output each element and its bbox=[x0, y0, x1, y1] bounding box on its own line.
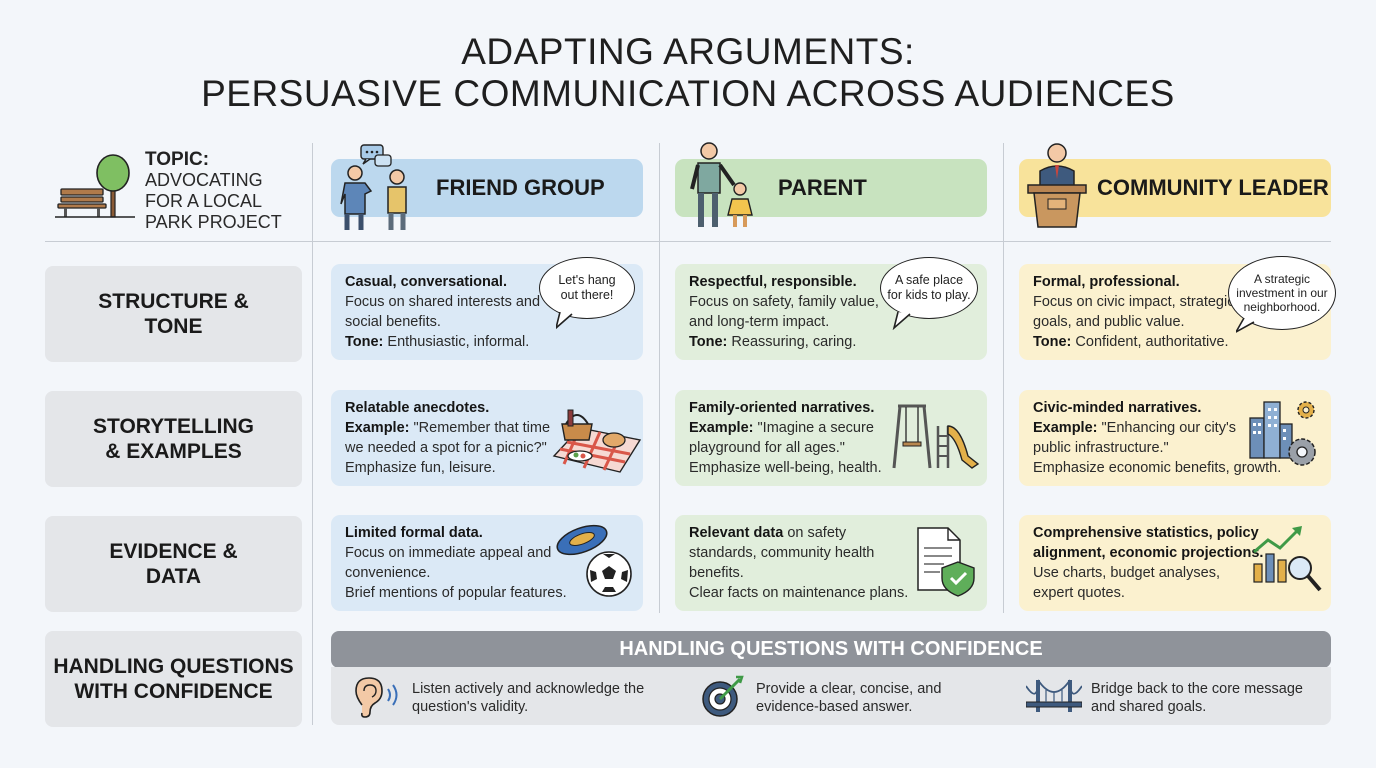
tone-label: Tone: bbox=[689, 334, 728, 350]
handling-questions-bar: HANDLING QUESTIONS WITH CONFIDENCE bbox=[331, 631, 1331, 668]
audience-header-parent: PARENT bbox=[675, 159, 987, 217]
cell-heading: Formal, professional. bbox=[1033, 274, 1180, 290]
cell-text: Emphasize economic benefits, growth. bbox=[1033, 460, 1282, 476]
playground-swing-slide-icon bbox=[890, 402, 982, 470]
topic-line-1: ADVOCATING bbox=[145, 170, 263, 190]
speech-bubble-tail bbox=[554, 311, 580, 331]
cell-text: Focus on civic impact, strategic bbox=[1033, 294, 1235, 310]
example-label: Example: bbox=[1033, 420, 1098, 436]
question-tip-1-line-1: Listen actively and acknowledge the bbox=[412, 681, 645, 697]
cell-heading: Relatable anecdotes. bbox=[345, 400, 490, 416]
cell-text: Emphasize fun, leisure. bbox=[345, 460, 496, 476]
bubble-text: for kids to play. bbox=[887, 288, 971, 302]
cell-text: Brief mentions of popular features. bbox=[345, 585, 567, 601]
cell-storytelling-leader: Civic-minded narratives. Example: "Enhan… bbox=[1019, 390, 1331, 486]
cell-text: convenience. bbox=[345, 565, 431, 581]
city-buildings-gear-icon bbox=[1248, 396, 1324, 472]
cell-text: Emphasize well-being, health. bbox=[689, 460, 882, 476]
park-bench-tree-icon bbox=[55, 153, 135, 219]
cell-heading: Civic-minded narratives. bbox=[1033, 400, 1202, 416]
audience-label-friend-group: FRIEND GROUP bbox=[436, 175, 605, 200]
cell-heading: Limited formal data. bbox=[345, 525, 483, 541]
row-label-evidence-data: EVIDENCE & DATA bbox=[45, 516, 302, 612]
row-label-handling-questions: HANDLING QUESTIONS WITH CONFIDENCE bbox=[45, 631, 302, 727]
cell-heading: Casual, conversational. bbox=[345, 274, 507, 290]
cell-text: social benefits. bbox=[345, 314, 441, 330]
example-text: we needed a spot for a picnic?" bbox=[345, 440, 547, 456]
handling-questions-panel bbox=[331, 667, 1331, 725]
cell-text: Focus on immediate appeal and bbox=[345, 545, 552, 561]
page-title-line-1: ADAPTING ARGUMENTS: bbox=[461, 31, 915, 72]
cell-heading: Comprehensive statistics, policy bbox=[1033, 525, 1259, 541]
cell-structure-leader: Formal, professional. Focus on civic imp… bbox=[1019, 264, 1331, 360]
audience-header-friend-group: FRIEND GROUP bbox=[331, 159, 643, 217]
audience-label-community-leader: COMMUNITY LEADER bbox=[1097, 175, 1329, 200]
cell-heading: Relevant data bbox=[689, 525, 784, 541]
friends-talking-icon bbox=[333, 143, 423, 233]
audience-label-parent: PARENT bbox=[778, 175, 867, 200]
page-title-line-2: PERSUASIVE COMMUNICATION ACROSS AUDIENCE… bbox=[201, 73, 1175, 114]
cell-heading: Family-oriented narratives. bbox=[689, 400, 875, 416]
topic-line-2: FOR A LOCAL bbox=[145, 191, 263, 211]
question-tip-3-line-1: Bridge back to the core message bbox=[1091, 681, 1303, 697]
cell-storytelling-parent: Family-oriented narratives. Example: "Im… bbox=[675, 390, 987, 486]
frisbee-soccer-ball-icon bbox=[554, 524, 634, 598]
tone-label: Tone: bbox=[1033, 334, 1072, 350]
bridge-icon bbox=[1025, 676, 1083, 718]
example-text: public infrastructure." bbox=[1033, 440, 1169, 456]
cell-text: Clear facts on maintenance plans. bbox=[689, 585, 909, 601]
bubble-text: A strategic bbox=[1253, 272, 1310, 286]
row-label-storytelling-examples: STORYTELLING & EXAMPLES bbox=[45, 391, 302, 487]
divider-horizontal bbox=[45, 241, 1331, 242]
example-label: Example: bbox=[689, 420, 754, 436]
divider-vertical-2 bbox=[659, 143, 660, 613]
tone-text: Confident, authoritative. bbox=[1075, 334, 1229, 350]
podium-speaker-icon bbox=[1024, 141, 1090, 231]
cell-heading: Respectful, responsible. bbox=[689, 274, 857, 290]
divider-vertical-3 bbox=[1003, 143, 1004, 613]
topic-label: TOPIC: bbox=[145, 149, 210, 170]
cell-text: Focus on shared interests and bbox=[345, 294, 541, 310]
example-text: "Imagine a secure bbox=[757, 420, 874, 436]
bubble-text: A safe place bbox=[894, 273, 964, 287]
question-tip-2-line-2: evidence-based answer. bbox=[756, 699, 913, 715]
cell-text: standards, community health bbox=[689, 545, 875, 561]
example-text: playground for all ages." bbox=[689, 440, 845, 456]
example-text: "Enhancing our city's bbox=[1101, 420, 1236, 436]
cell-text: expert quotes. bbox=[1033, 585, 1125, 601]
bubble-text: Let's hang bbox=[558, 273, 616, 287]
growth-chart-magnifier-icon bbox=[1250, 522, 1326, 598]
bubble-text: out there! bbox=[560, 288, 614, 302]
row-label-structure-tone: STRUCTURE & TONE bbox=[45, 266, 302, 362]
picnic-basket-icon bbox=[550, 404, 642, 474]
cell-heading: alignment, economic projections. bbox=[1033, 545, 1264, 561]
speech-bubble-tail bbox=[1233, 317, 1260, 336]
bubble-text: neighborhood. bbox=[1243, 300, 1321, 314]
speech-bubble-tail bbox=[892, 311, 916, 331]
question-tip-2-line-1: Provide a clear, concise, and bbox=[756, 681, 942, 697]
target-icon bbox=[700, 675, 746, 719]
cell-text: benefits. bbox=[689, 565, 744, 581]
question-tip-3-line-2: and shared goals. bbox=[1091, 699, 1207, 715]
tone-label: Tone: bbox=[345, 334, 384, 350]
ear-icon bbox=[352, 675, 402, 719]
cell-text: Focus on safety, family value, bbox=[689, 294, 879, 310]
bubble-text: investment in our bbox=[1236, 286, 1328, 300]
cell-text: on safety bbox=[783, 525, 847, 541]
question-tip-1-line-2: question's validity. bbox=[412, 699, 529, 715]
divider-vertical-1 bbox=[312, 143, 313, 725]
document-shield-icon bbox=[914, 524, 978, 598]
cell-text: goals, and public value. bbox=[1033, 314, 1185, 330]
example-label: Example: bbox=[345, 420, 410, 436]
parent-child-icon bbox=[684, 141, 764, 231]
cell-text: Use charts, budget analyses, bbox=[1033, 565, 1220, 581]
cell-text: and long-term impact. bbox=[689, 314, 830, 330]
topic-line-3: PARK PROJECT bbox=[145, 212, 282, 232]
tone-text: Enthusiastic, informal. bbox=[387, 334, 530, 350]
example-text: "Remember that time bbox=[413, 420, 551, 436]
tone-text: Reassuring, caring. bbox=[731, 334, 857, 350]
